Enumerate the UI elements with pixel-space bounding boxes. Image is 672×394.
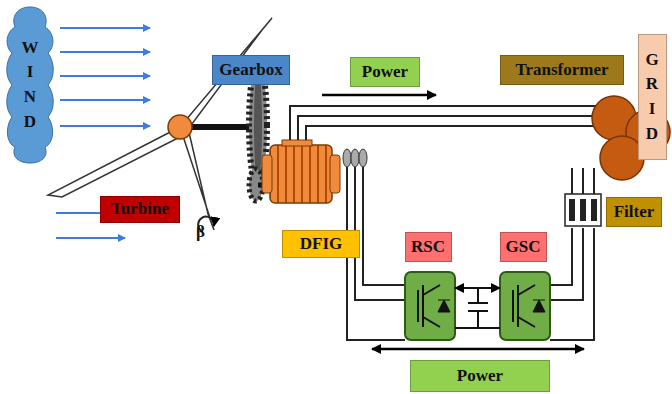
transformer-label: Transformer bbox=[500, 55, 624, 85]
rsc-converter bbox=[405, 272, 455, 340]
node-text: GRID bbox=[644, 48, 661, 147]
gsc-converter bbox=[500, 272, 550, 340]
node-text: RSC bbox=[411, 238, 445, 257]
cloud-shape bbox=[5, 5, 55, 165]
node-text: Gearbox bbox=[219, 61, 282, 80]
dfig-machine bbox=[262, 140, 367, 203]
hub bbox=[168, 115, 192, 139]
node-text: Turbine bbox=[111, 200, 169, 219]
turbine-blades bbox=[48, 18, 272, 230]
stator-wires bbox=[290, 106, 605, 140]
node-text: GSC bbox=[506, 238, 541, 257]
grid-box: GRID bbox=[638, 34, 667, 160]
node-text: WIND bbox=[22, 36, 39, 135]
wind-cloud: WIND bbox=[5, 5, 55, 165]
rsc-label: RSC bbox=[405, 232, 452, 262]
dc-link bbox=[455, 288, 500, 328]
power-label: Power bbox=[350, 57, 420, 87]
filter-symbol bbox=[565, 194, 601, 226]
pitch-angle-symbol: β bbox=[196, 222, 205, 242]
gsc-label: GSC bbox=[500, 232, 547, 262]
power-label: Power bbox=[410, 360, 550, 392]
turbine-label: Turbine bbox=[100, 196, 180, 223]
node-text: Filter bbox=[614, 203, 655, 222]
node-text: DFIG bbox=[300, 235, 343, 254]
node-text: Transformer bbox=[515, 61, 608, 80]
dfig-label: DFIG bbox=[282, 230, 360, 258]
node-text: Power bbox=[457, 367, 503, 386]
node-text: Power bbox=[362, 63, 408, 82]
filter-label: Filter bbox=[606, 197, 662, 227]
gearbox-label: Gearbox bbox=[212, 55, 290, 85]
